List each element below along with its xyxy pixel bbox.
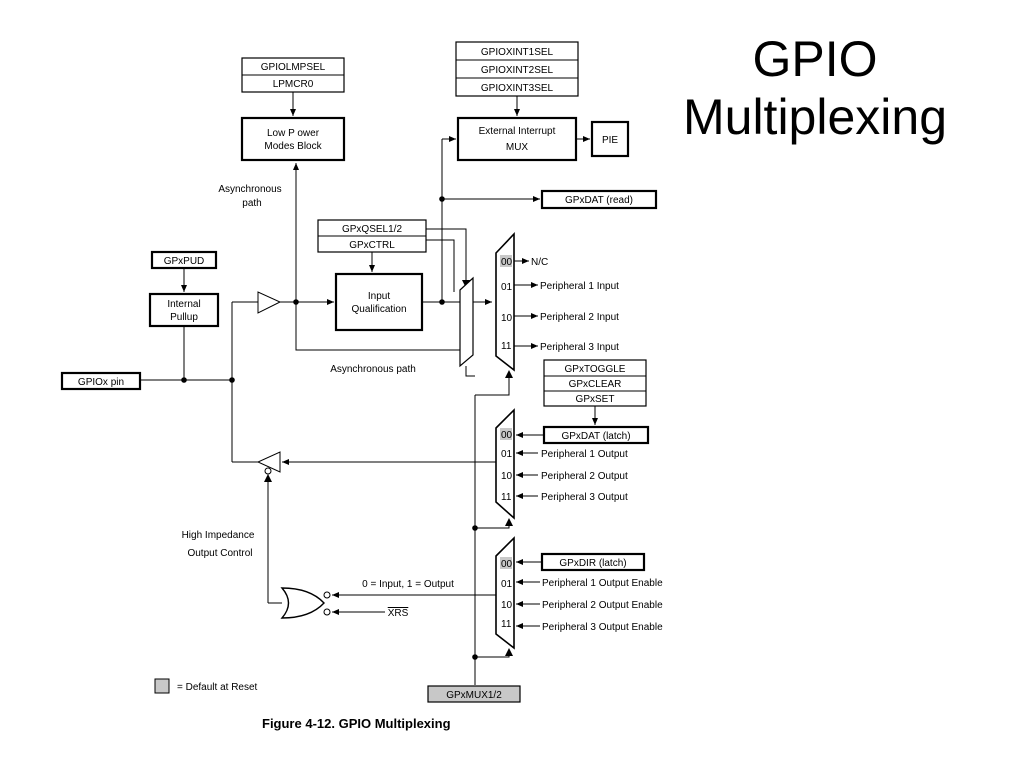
- output-mux-sel: 01: [501, 449, 513, 460]
- dir-mux-sel: 11: [501, 619, 512, 630]
- xint-register-stack: GPIOXINT1SEL GPIOXINT2SEL GPIOXINT3SEL: [455, 41, 579, 97]
- pullup-label-2: Pullup: [170, 312, 198, 323]
- input-mux-sel: 00: [501, 257, 513, 268]
- legend-label: = Default at Reset: [177, 682, 258, 693]
- input-mux-sel: 10: [501, 313, 513, 324]
- gpxdir-latch-label: GPxDIR (latch): [559, 558, 626, 569]
- qual-select-mux: [459, 276, 474, 368]
- gpioxint2sel-label: GPIOXINT2SEL: [481, 65, 554, 76]
- input-target: Peripheral 1 Input: [540, 281, 619, 292]
- qsel-register-stack: GPxQSEL1/2 GPxCTRL: [317, 219, 427, 253]
- high-imp-label-2: Output Control: [187, 548, 252, 559]
- dir-mux-sel: 10: [501, 600, 513, 611]
- legend-swatch: [154, 678, 170, 694]
- gpxdat-latch-register: GPxDAT (latch): [542, 425, 650, 445]
- gpxmux-label: GPxMUX1/2: [446, 690, 502, 701]
- gpioxint3sel-label: GPIOXINT3SEL: [481, 83, 554, 94]
- gpxtoggle-label: GPxTOGGLE: [565, 364, 626, 375]
- dir-mux-sel: 01: [501, 579, 513, 590]
- input-qual-label-2: Qualification: [351, 304, 406, 315]
- dir-source: Peripheral 2 Output Enable: [542, 600, 663, 611]
- high-imp-label-1: High Impedance: [182, 530, 255, 541]
- ext-int-label-1: External Interrupt: [479, 126, 556, 137]
- direction-mux: [495, 536, 515, 650]
- output-source: Peripheral 3 Output: [541, 492, 628, 503]
- gpxclear-label: GPxCLEAR: [569, 379, 622, 390]
- input-mux-sel: 11: [501, 341, 512, 352]
- gpxctrl-label: GPxCTRL: [349, 240, 395, 251]
- input-peripheral-mux: [495, 231, 515, 372]
- set-clear-toggle-stack: GPxTOGGLE GPxCLEAR GPxSET: [543, 359, 647, 407]
- async-path-bottom-label: Asynchronous path: [330, 364, 416, 375]
- async-path-top-label-1: Asynchronous: [218, 184, 281, 195]
- gpxpud-register: GPxPUD: [150, 250, 218, 270]
- input-mux-selects: 00 01 10 11: [501, 257, 513, 352]
- input-mux-sel: 01: [501, 282, 513, 293]
- pie-label: PIE: [602, 135, 618, 146]
- output-mux-sel: 10: [501, 471, 513, 482]
- slide-title-line1: GPIO: [752, 31, 878, 87]
- input-qualification-block: Input Qualification: [334, 272, 424, 332]
- output-mux-sel: 00: [501, 430, 513, 441]
- external-interrupt-mux: External Interrupt MUX: [456, 116, 578, 162]
- gpxdat-read-register: GPxDAT (read): [540, 189, 658, 210]
- gpiolmpsel-label: GPIOLMPSEL: [261, 62, 326, 73]
- gpiox-pin-label: GPIOx pin: [78, 377, 124, 388]
- input-target: Peripheral 2 Input: [540, 312, 619, 323]
- input-qual-label-1: Input: [368, 291, 390, 302]
- input-target: Peripheral 3 Input: [540, 342, 619, 353]
- gpxdir-latch-register: GPxDIR (latch): [540, 552, 646, 572]
- low-power-label-2: Modes Block: [264, 141, 322, 152]
- xrs-label: XRS: [388, 608, 409, 619]
- output-source: Peripheral 1 Output: [541, 449, 628, 460]
- input-buffer-icon: [257, 291, 282, 314]
- dir-source: Peripheral 3 Output Enable: [542, 622, 663, 633]
- output-mux-sel: 11: [501, 492, 512, 503]
- dir-mux-sel: 00: [501, 559, 513, 570]
- gpxset-label: GPxSET: [576, 394, 615, 405]
- dir-source: Peripheral 1 Output Enable: [542, 578, 663, 589]
- internal-pullup-block: Internal Pullup: [148, 292, 220, 328]
- ext-int-label-2: MUX: [506, 142, 529, 153]
- lpmcr0-label: LPMCR0: [273, 79, 314, 90]
- gpxqsel-label: GPxQSEL1/2: [342, 224, 402, 235]
- slide-title-line2: Multiplexing: [682, 89, 947, 145]
- slide-title: GPIO Multiplexing: [650, 30, 980, 146]
- input-target: N/C: [531, 257, 548, 268]
- or-gate-icon: [280, 587, 325, 619]
- gpxdat-read-label: GPxDAT (read): [565, 195, 633, 206]
- output-source: Peripheral 2 Output: [541, 471, 628, 482]
- pie-block: PIE: [590, 120, 630, 158]
- gpxdat-latch-label: GPxDAT (latch): [561, 431, 630, 442]
- lpm-register-stack: GPIOLMPSEL LPMCR0: [241, 57, 345, 93]
- output-buffer-icon: [256, 451, 281, 473]
- gpiox-pin: GPIOx pin: [60, 371, 142, 391]
- dir-note-label: 0 = Input, 1 = Output: [362, 579, 454, 590]
- low-power-label-1: Low P ower: [267, 128, 320, 139]
- gpxpud-label: GPxPUD: [164, 256, 205, 267]
- low-power-modes-block: Low P ower Modes Block: [240, 116, 346, 162]
- pullup-label-1: Internal: [167, 299, 200, 310]
- gpxmux-register: GPxMUX1/2: [427, 685, 521, 703]
- figure-caption: Figure 4-12. GPIO Multiplexing: [262, 716, 451, 731]
- gpioxint1sel-label: GPIOXINT1SEL: [481, 47, 554, 58]
- async-path-top-label-2: path: [242, 198, 261, 209]
